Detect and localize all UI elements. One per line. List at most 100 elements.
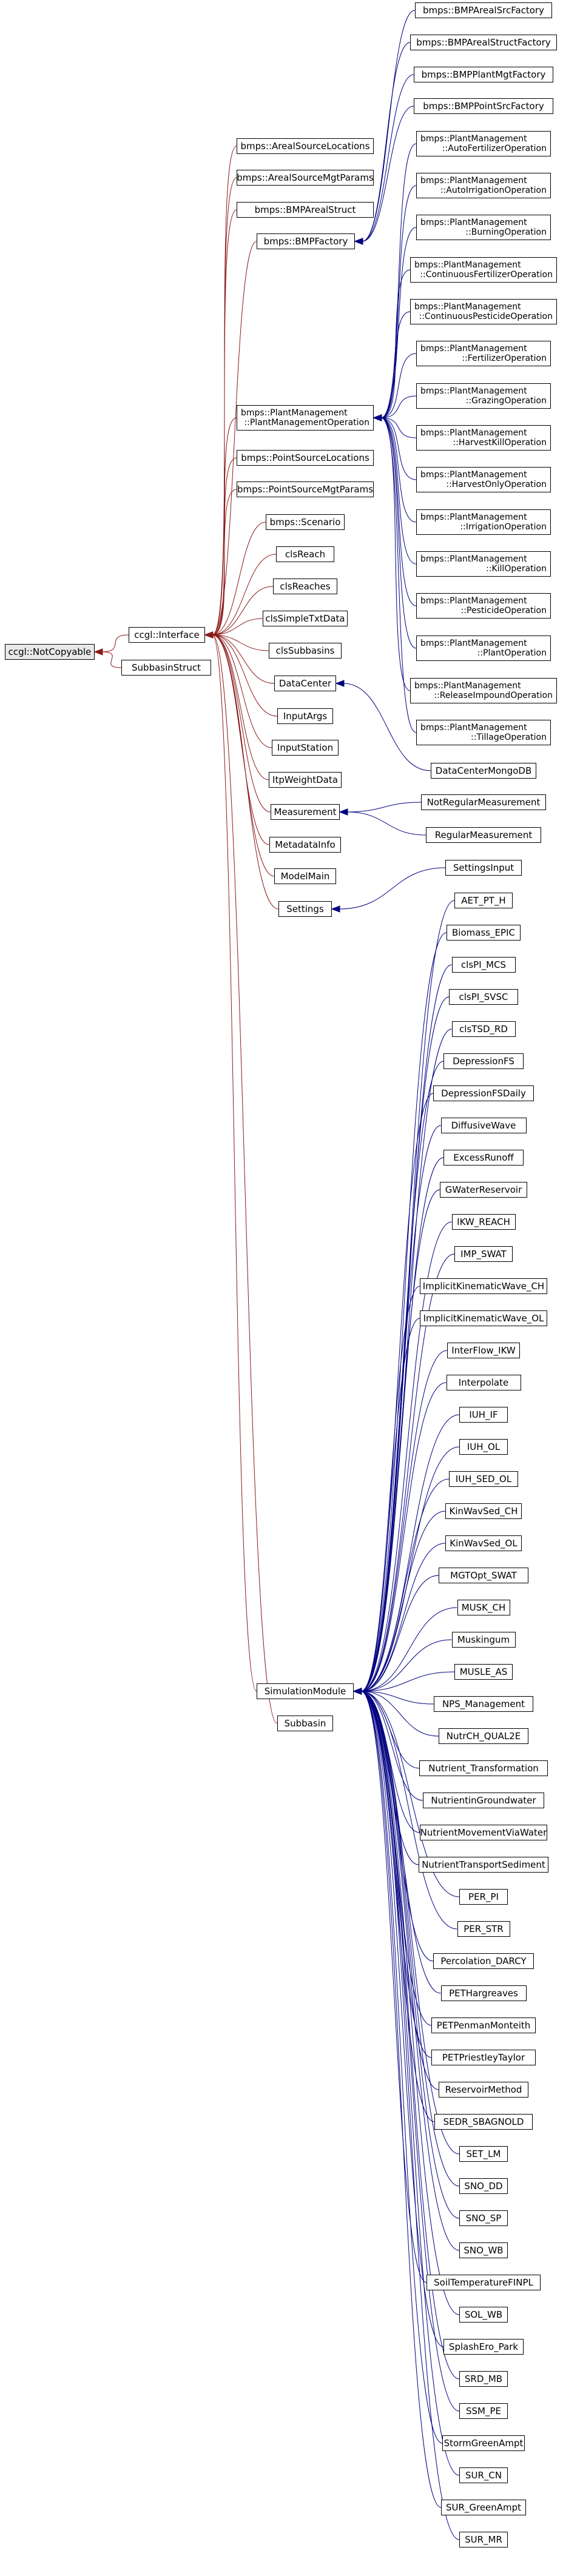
class-node-f2[interactable]: bmps::BMPArealStructFactory xyxy=(410,35,557,50)
class-node-p9[interactable]: bmps::PlantManagement::HarvestOnlyOperat… xyxy=(416,467,551,492)
class-node-m40[interactable]: SET_LM xyxy=(459,2146,508,2162)
class-node-clssimpletxt[interactable]: clsSimpleTxtData xyxy=(263,611,348,626)
class-node-m20[interactable]: KinWavSed_CH xyxy=(445,1503,522,1519)
class-node-measurement[interactable]: Measurement xyxy=(271,804,340,820)
class-node-arealsrcloc[interactable]: bmps::ArealSourceLocations xyxy=(237,138,374,154)
class-node-m8[interactable]: DiffusiveWave xyxy=(440,1118,527,1133)
class-node-m17[interactable]: IUH_IF xyxy=(459,1407,508,1423)
class-node-f4[interactable]: bmps::BMPPointSrcFactory xyxy=(414,98,553,114)
class-node-m19[interactable]: IUH_SED_OL xyxy=(449,1471,518,1487)
class-node-scenario[interactable]: bmps::Scenario xyxy=(266,514,345,530)
class-node-noncopy[interactable]: ccgl::NotCopyable xyxy=(5,644,95,660)
class-node-settingsinput[interactable]: SettingsInput xyxy=(445,860,522,876)
class-node-p15[interactable]: bmps::PlantManagement::TillageOperation xyxy=(416,720,551,745)
class-node-plantmgtop[interactable]: bmps::PlantManagement::PlantManagementOp… xyxy=(237,405,374,431)
class-node-m31[interactable]: NutrientTransportSediment xyxy=(419,1857,548,1873)
class-node-m9[interactable]: ExcessRunoff xyxy=(443,1150,524,1166)
class-node-m45[interactable]: SOL_WB xyxy=(459,2307,508,2323)
class-node-m39[interactable]: SEDR_SBAGNOLD xyxy=(434,2114,533,2130)
class-node-m36[interactable]: PETPenmanMonteith xyxy=(431,2018,536,2033)
class-node-interface[interactable]: ccgl::Interface xyxy=(129,627,205,643)
class-node-p13[interactable]: bmps::PlantManagement::PlantOperation xyxy=(416,636,551,661)
class-node-clssubbasins[interactable]: clsSubbasins xyxy=(269,643,342,659)
class-node-p3[interactable]: bmps::PlantManagement::BurningOperation xyxy=(416,215,551,240)
class-node-m52[interactable]: SUR_MR xyxy=(459,2532,508,2547)
class-node-datacenter[interactable]: DataCenter xyxy=(274,676,336,691)
class-node-m15[interactable]: InterFlow_IKW xyxy=(447,1343,520,1358)
class-node-m10[interactable]: GWaterReservoir xyxy=(440,1182,527,1198)
class-node-dcmongo[interactable]: DataCenterMongoDB xyxy=(431,763,536,779)
class-node-itpweight[interactable]: ItpWeightData xyxy=(269,772,342,788)
class-node-subbasinstruct[interactable]: SubbasinStruct xyxy=(121,660,211,676)
class-node-m13[interactable]: ImplicitKinematicWave_CH xyxy=(420,1278,547,1294)
class-node-m32[interactable]: PER_PI xyxy=(459,1889,508,1905)
class-node-m27[interactable]: NutrCH_QUAL2E xyxy=(439,1728,528,1744)
class-node-inputargs[interactable]: InputArgs xyxy=(277,708,333,724)
class-node-m41[interactable]: SNO_DD xyxy=(459,2178,508,2194)
class-node-m2[interactable]: Biomass_EPIC xyxy=(447,925,521,941)
class-node-p10[interactable]: bmps::PlantManagement::IrrigationOperati… xyxy=(416,509,551,535)
class-node-m30[interactable]: NutrientMovementViaWater xyxy=(420,1825,547,1840)
class-node-subbasin[interactable]: Subbasin xyxy=(277,1716,333,1731)
class-node-f3[interactable]: bmps::BMPPlantMgtFactory xyxy=(414,67,553,82)
class-node-m21[interactable]: KinWavSed_OL xyxy=(445,1535,522,1551)
class-node-m46[interactable]: SplashEro_Park xyxy=(443,2339,524,2355)
class-node-m44[interactable]: SoilTemperatureFINPL xyxy=(426,2275,541,2290)
class-node-m7[interactable]: DepressionFSDaily xyxy=(433,1085,534,1101)
class-node-m33[interactable]: PER_STR xyxy=(457,1921,510,1937)
class-node-m28[interactable]: Nutrient_Transformation xyxy=(419,1760,548,1776)
class-node-m4[interactable]: clsPI_SVSC xyxy=(449,989,518,1005)
class-node-settings[interactable]: Settings xyxy=(278,901,332,917)
class-node-simmodule[interactable]: SimulationModule xyxy=(257,1683,354,1699)
class-node-metadatainfo[interactable]: MetadataInfo xyxy=(269,837,341,853)
class-node-m24[interactable]: Muskingum xyxy=(451,1632,516,1648)
class-node-m34[interactable]: Percolation_DARCY xyxy=(433,1953,534,1969)
class-node-m23[interactable]: MUSK_CH xyxy=(457,1600,510,1615)
class-node-p12[interactable]: bmps::PlantManagement::PesticideOperatio… xyxy=(416,593,551,619)
class-node-ptsrcloc[interactable]: bmps::PointSourceLocations xyxy=(237,450,374,466)
class-node-regmeas[interactable]: RegularMeasurement xyxy=(426,827,541,843)
class-node-m42[interactable]: SNO_SP xyxy=(459,2210,508,2226)
class-node-m47[interactable]: SRD_MB xyxy=(459,2371,508,2387)
class-node-m43[interactable]: SNO_WB xyxy=(459,2242,508,2258)
class-node-m38[interactable]: ReservoirMethod xyxy=(439,2082,528,2098)
class-node-p5[interactable]: bmps::PlantManagement::ContinuousPestici… xyxy=(410,299,557,324)
class-node-m49[interactable]: StormGreenAmpt xyxy=(442,2435,525,2451)
class-node-m3[interactable]: clsPI_MCS xyxy=(451,957,516,973)
class-node-m26[interactable]: NPS_Management xyxy=(434,1696,533,1712)
class-node-m11[interactable]: IKW_REACH xyxy=(451,1214,516,1230)
class-node-p7[interactable]: bmps::PlantManagement::GrazingOperation xyxy=(416,383,551,409)
class-node-bmpareal[interactable]: bmps::BMPArealStruct xyxy=(237,202,374,218)
class-node-m5[interactable]: clsTSD_RD xyxy=(451,1021,516,1037)
class-node-notregmeas[interactable]: NotRegularMeasurement xyxy=(421,794,546,810)
class-node-m18[interactable]: IUH_OL xyxy=(459,1439,508,1455)
class-node-f1[interactable]: bmps::BMPArealSrcFactory xyxy=(415,2,552,18)
class-node-m37[interactable]: PETPriestleyTaylor xyxy=(431,2050,536,2065)
class-node-p8[interactable]: bmps::PlantManagement::HarvestKillOperat… xyxy=(416,425,551,451)
class-node-m50[interactable]: SUR_CN xyxy=(459,2467,508,2483)
class-node-p4[interactable]: bmps::PlantManagement::ContinuousFertili… xyxy=(410,257,557,283)
class-node-clsreaches[interactable]: clsReaches xyxy=(273,579,337,594)
class-node-m48[interactable]: SSM_PE xyxy=(459,2403,508,2419)
class-node-m29[interactable]: NutrientinGroundwater xyxy=(423,1793,544,1808)
class-node-m16[interactable]: Interpolate xyxy=(446,1375,521,1390)
class-node-bmpfactory[interactable]: bmps::BMPFactory xyxy=(257,233,355,249)
class-node-modelmain[interactable]: ModelMain xyxy=(274,868,336,884)
class-node-m25[interactable]: MUSLE_AS xyxy=(454,1664,513,1680)
class-node-p1[interactable]: bmps::PlantManagement::AutoFertilizerOpe… xyxy=(416,131,551,156)
class-node-m6[interactable]: DepressionFS xyxy=(443,1053,524,1069)
class-node-p14[interactable]: bmps::PlantManagement::ReleaseImpoundOpe… xyxy=(410,678,557,703)
class-node-m14[interactable]: ImplicitKinematicWave_OL xyxy=(420,1310,547,1326)
class-node-inputstation[interactable]: InputStation xyxy=(272,740,339,756)
class-node-m51[interactable]: SUR_GreenAmpt xyxy=(441,2500,526,2515)
class-node-p6[interactable]: bmps::PlantManagement::FertilizerOperati… xyxy=(416,341,551,366)
class-node-arealsrcmgt[interactable]: bmps::ArealSourceMgtParams xyxy=(237,170,374,186)
class-node-m35[interactable]: PETHargreaves xyxy=(440,1985,527,2001)
class-node-m22[interactable]: MGTOpt_SWAT xyxy=(439,1568,528,1583)
class-node-clsreach[interactable]: clsReach xyxy=(276,546,334,562)
class-node-m1[interactable]: AET_PT_H xyxy=(454,893,513,908)
class-node-m12[interactable]: IMP_SWAT xyxy=(454,1246,513,1262)
class-node-p11[interactable]: bmps::PlantManagement::KillOperation xyxy=(416,551,551,577)
class-node-ptsrcmgt[interactable]: bmps::PointSourceMgtParams xyxy=(237,481,374,497)
class-node-p2[interactable]: bmps::PlantManagement::AutoIrrigationOpe… xyxy=(416,173,551,198)
